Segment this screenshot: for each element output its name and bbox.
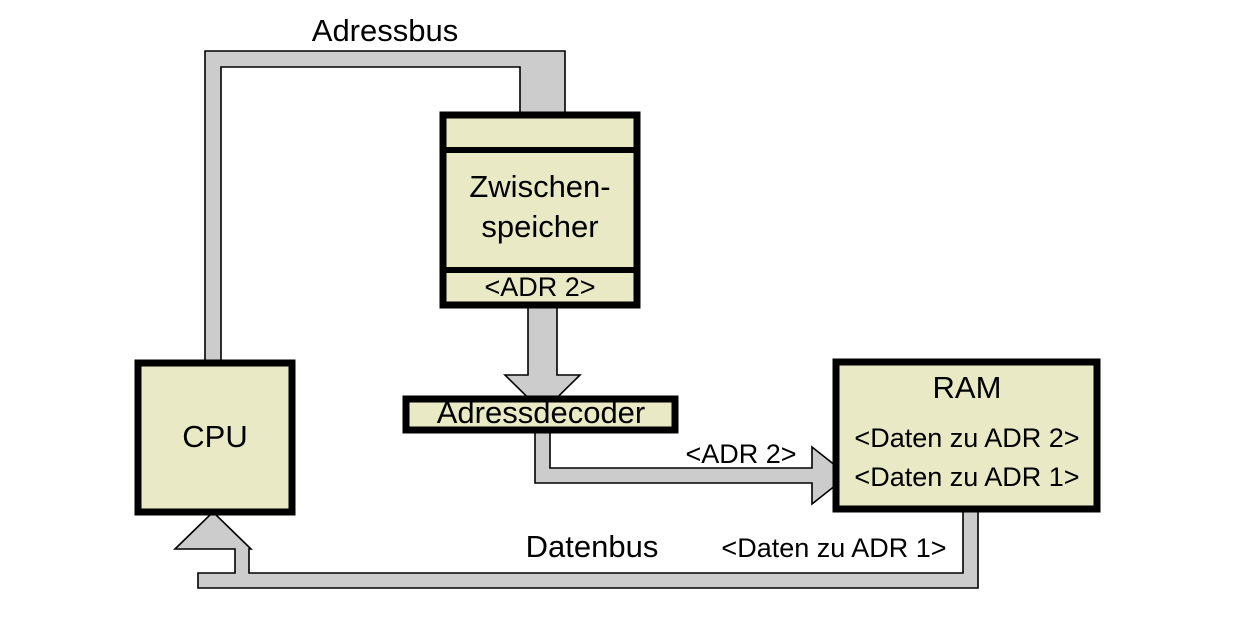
cpu-node: CPU [134,359,296,516]
ram-row-0: <Daten zu ADR 2> [854,423,1079,453]
zwischenspeicher-label-line1: Zwischen- [469,169,610,204]
ram-box [832,358,1101,513]
ram-row-1: <Daten zu ADR 1> [854,462,1079,492]
adressdecoder-label: Adressdecoder [437,395,646,430]
zwischenspeicher-adr-value: <ADR 2> [484,272,595,302]
ram-node: RAM <Daten zu ADR 2> <Daten zu ADR 1> [832,358,1101,513]
zwischenspeicher-box [439,111,641,309]
datenbus-payload-label: <Daten zu ADR 1> [721,533,946,563]
ram-title: RAM [933,370,1002,405]
datenbus-arrow [173,506,979,589]
zwischenspeicher-label-line2: speicher [481,209,598,244]
adressbus-label: Adressbus [312,13,458,48]
adr2-to-ram-label: <ADR 2> [685,439,796,469]
zwischenspeicher-node: Zwischen- speicher <ADR 2> [439,111,641,309]
adressdecoder-node: Adressdecoder [402,395,679,434]
cpu-box [134,359,296,516]
adr2-to-ram-arrow [534,427,850,506]
datenbus-label: Datenbus [526,529,659,564]
cpu-label: CPU [182,419,247,454]
adressdecoder-box [402,395,679,434]
zwischenspeicher-to-adressdecoder-arrow [503,302,582,414]
